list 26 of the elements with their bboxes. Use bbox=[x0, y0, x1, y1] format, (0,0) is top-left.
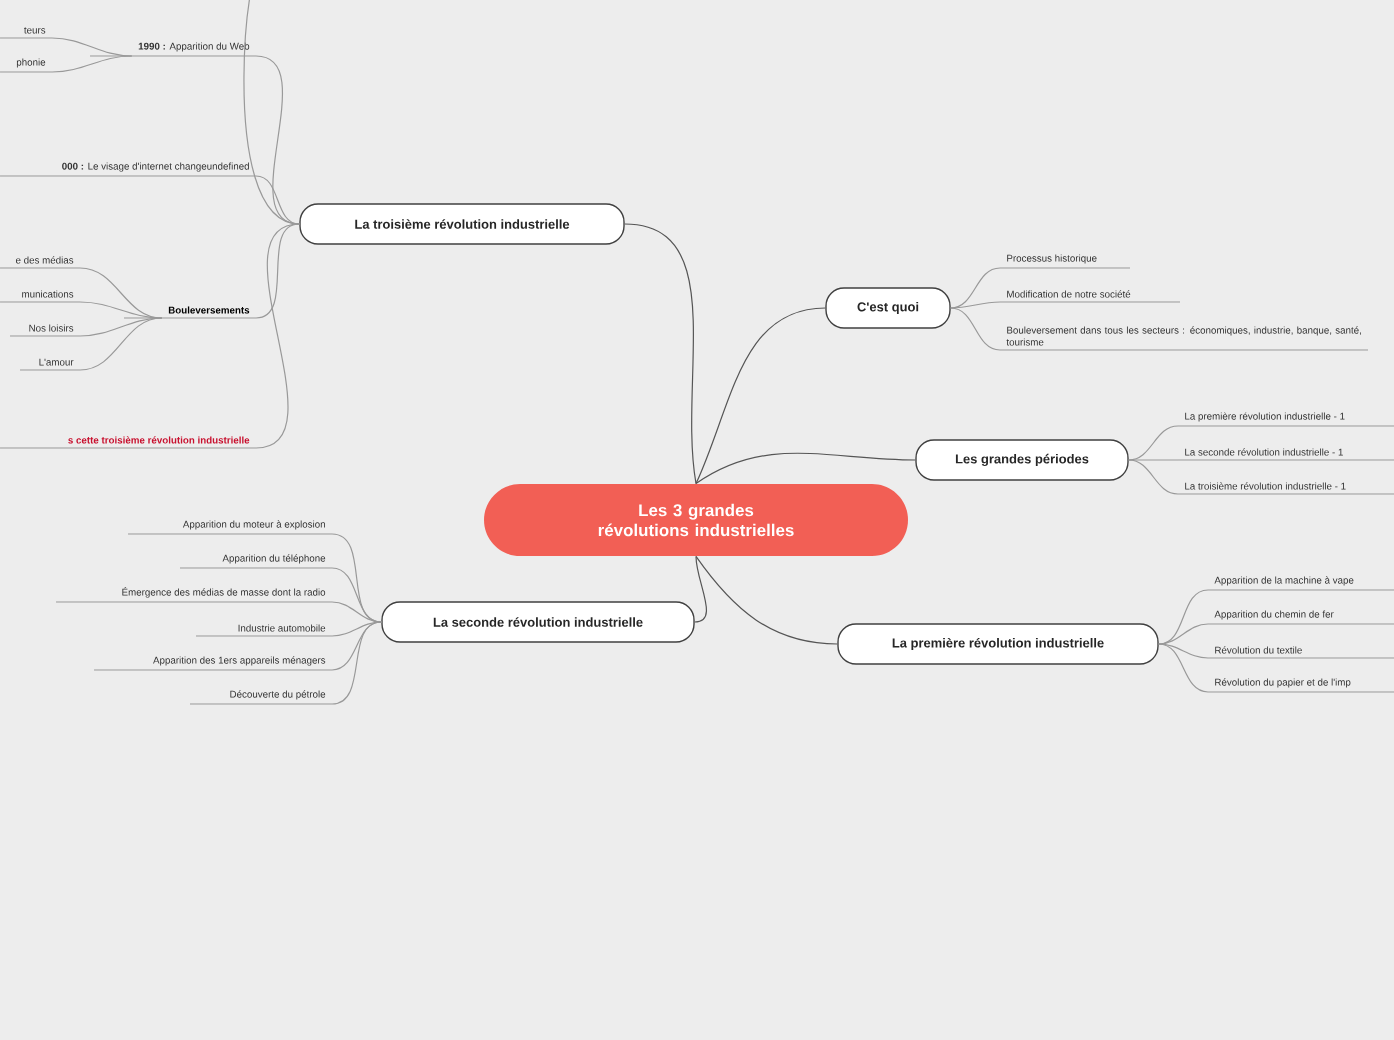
connector bbox=[624, 223, 697, 485]
connector bbox=[79, 317, 163, 371]
connector bbox=[1128, 459, 1179, 495]
connector bbox=[331, 567, 382, 623]
connector bbox=[695, 307, 826, 485]
connector bbox=[1158, 643, 1209, 659]
central-topic: Les 3 grandes révolutions industrielles bbox=[484, 484, 908, 556]
connector bbox=[331, 621, 382, 705]
connector bbox=[1158, 623, 1209, 645]
connector bbox=[950, 301, 1001, 309]
connector bbox=[255, 175, 300, 225]
connector bbox=[950, 307, 1001, 351]
connector bbox=[79, 317, 163, 337]
connector bbox=[695, 452, 916, 485]
connector bbox=[1128, 425, 1179, 461]
connector bbox=[1158, 643, 1209, 693]
connector bbox=[51, 55, 133, 73]
connector bbox=[51, 37, 133, 57]
connector bbox=[695, 555, 838, 645]
connector bbox=[694, 555, 708, 623]
connector bbox=[950, 267, 1001, 309]
connector bbox=[255, 223, 300, 449]
connector bbox=[1158, 589, 1209, 645]
connector bbox=[79, 301, 163, 319]
connector bbox=[331, 621, 382, 671]
connector bbox=[1128, 459, 1179, 461]
